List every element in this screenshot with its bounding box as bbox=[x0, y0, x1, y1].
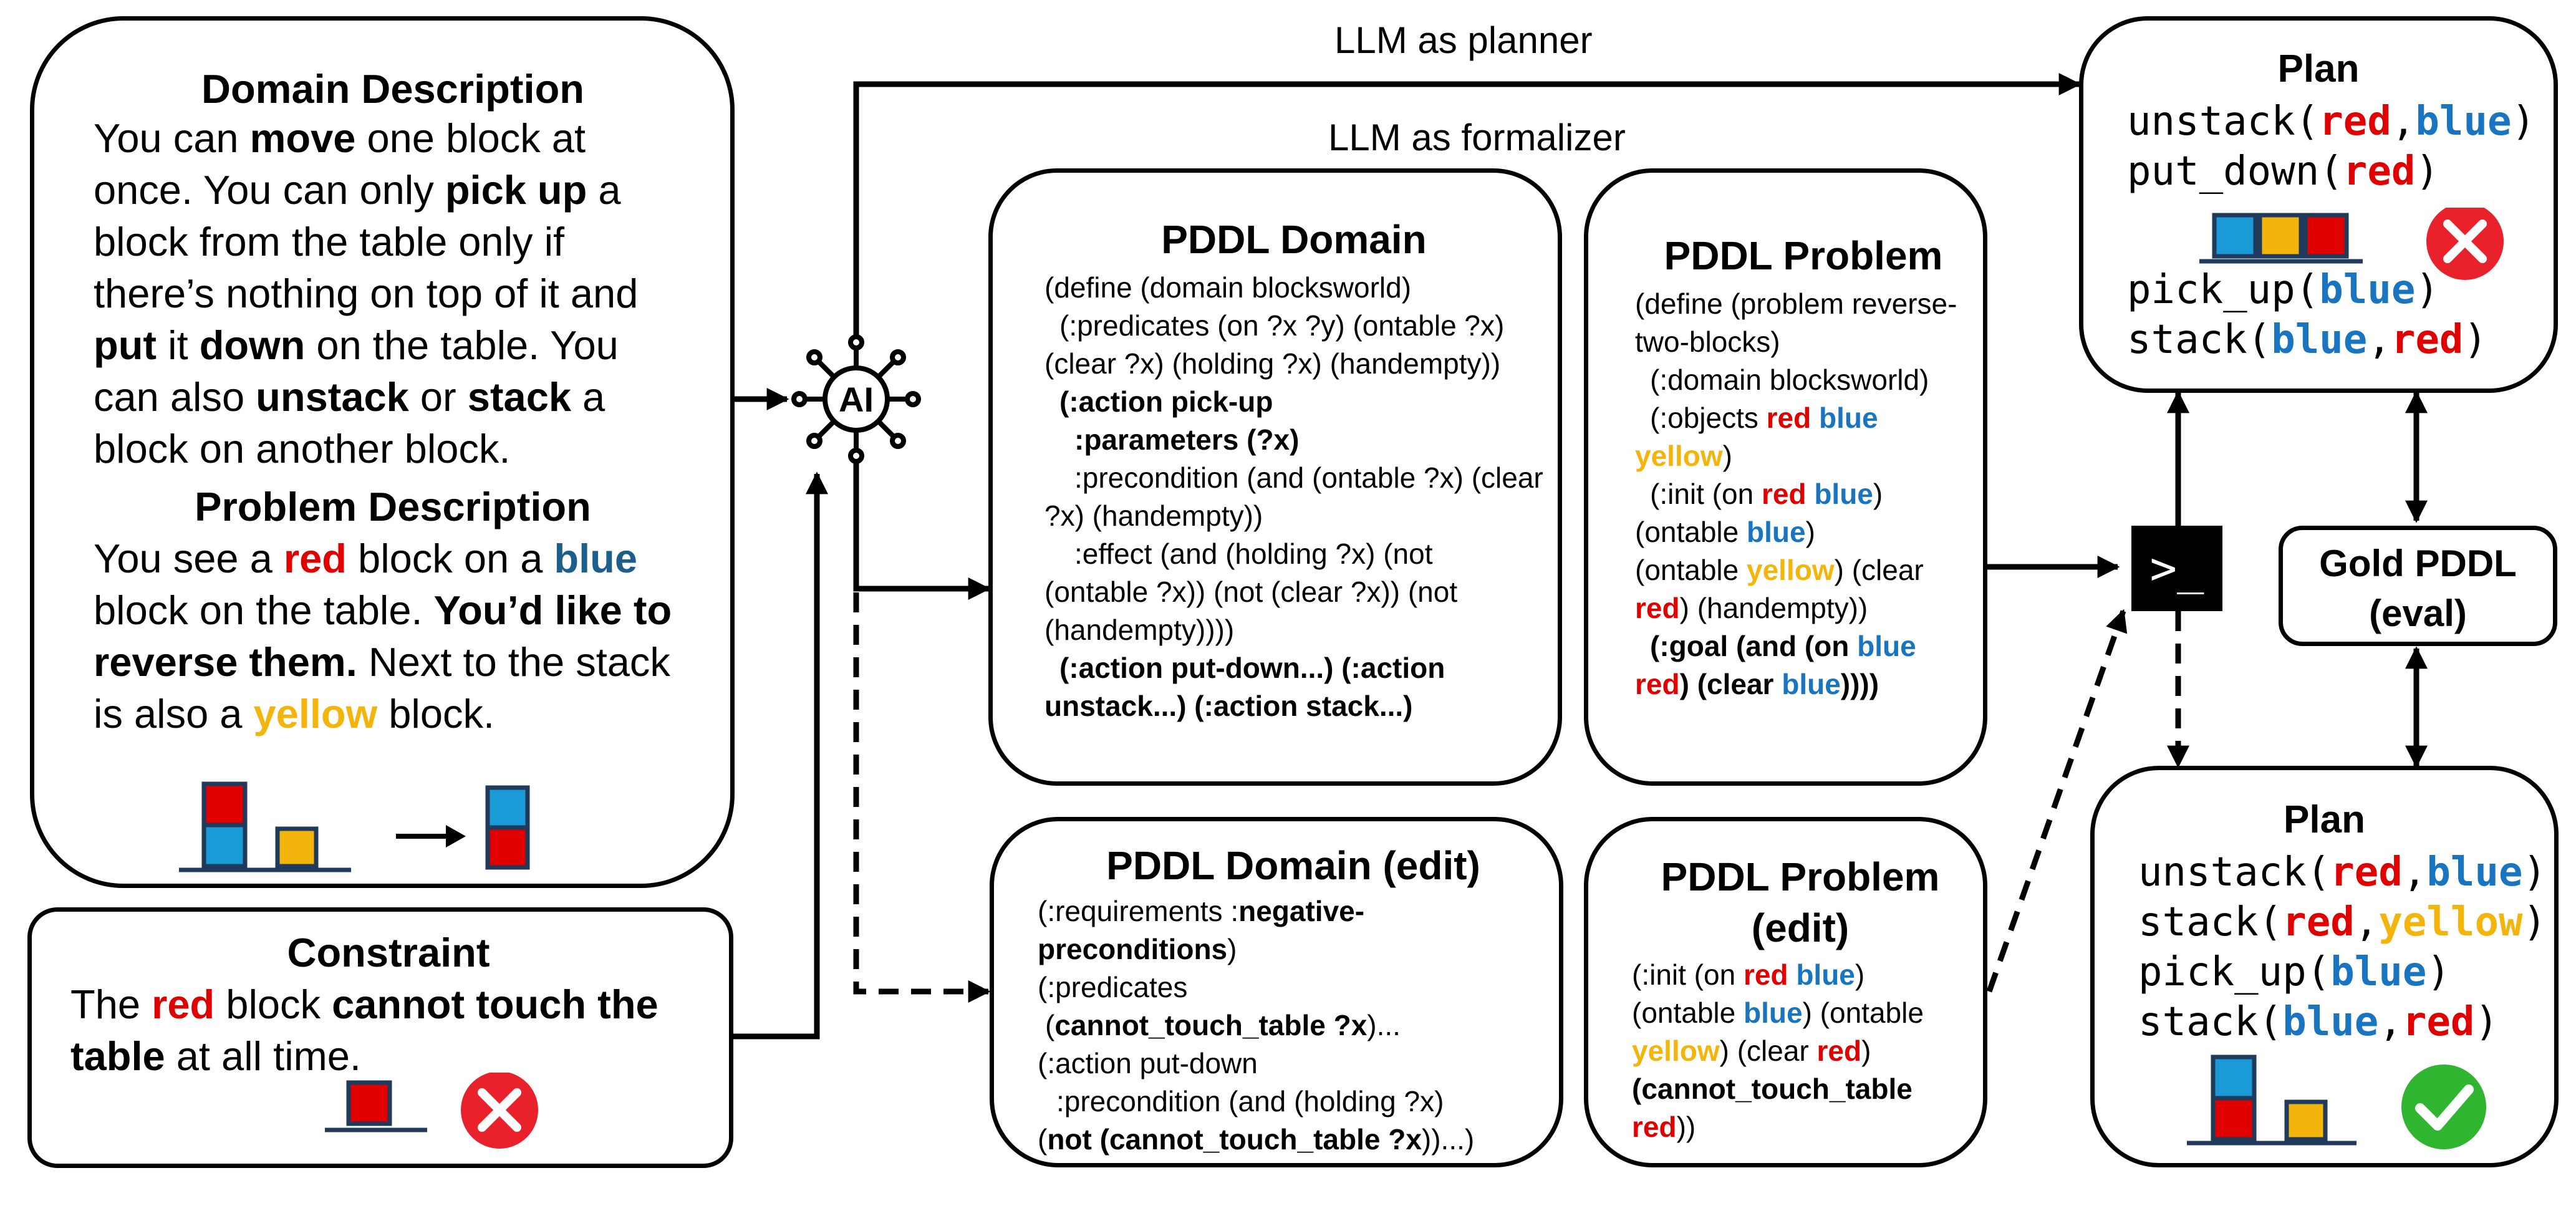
arrow-ai-to-pddl-domain bbox=[853, 461, 991, 600]
svg-text:AI: AI bbox=[839, 380, 874, 419]
constraint-title: Constraint bbox=[287, 930, 490, 975]
plan-bottom-blocks-illustration bbox=[2187, 1055, 2486, 1149]
pddl-problem-box: PDDL Problem (define (problem reverse-tw… bbox=[1584, 168, 1987, 786]
pddl-domain-edit-title: PDDL Domain (edit) bbox=[1106, 843, 1480, 888]
pddl-domain-box: PDDL Domain (define (domain blocksworld)… bbox=[988, 168, 1562, 786]
arrow-constraint-to-ai bbox=[731, 471, 828, 1040]
pddl-domain-title: PDDL Domain bbox=[1161, 217, 1427, 262]
terminal-icon: >_ bbox=[2131, 526, 2222, 611]
llm-formalizer-label: LLM as formalizer bbox=[1328, 117, 1626, 158]
domain-description-text: You can move one block at once. You can … bbox=[94, 115, 639, 471]
plan-bottom-actions: unstack(red,blue) stack(red,yellow) pick… bbox=[2138, 849, 2547, 1045]
problem-description-title: Problem Description bbox=[195, 484, 591, 529]
plan-top-box: Plan unstack(red,blue) put_down(red) pic… bbox=[2079, 16, 2558, 393]
pddl-problem-edit-box: PDDL Problem (edit) (:init (on red blue)… bbox=[1584, 817, 1987, 1167]
constraint-box: Constraint The red block cannot touch th… bbox=[27, 907, 733, 1168]
llm-planner-label: LLM as planner bbox=[1334, 19, 1593, 61]
pddl-problem-edit-title: PDDL Problem (edit) bbox=[1661, 854, 1940, 950]
pddl-domain-edit-code: (:requirements :negative-preconditions) … bbox=[1038, 895, 1475, 1156]
arrow-ai-to-plan bbox=[853, 73, 2082, 337]
ai-icon: AI bbox=[791, 334, 921, 464]
plan-bottom-title: Plan bbox=[2284, 798, 2365, 841]
domain-description-title: Domain Description bbox=[201, 66, 584, 112]
pddl-problem-edit-code: (:init (on red blue) (ontable blue) (ont… bbox=[1632, 958, 1924, 1143]
dashed-arrow-ai-to-domain-edit bbox=[853, 592, 991, 1003]
plan-top-title: Plan bbox=[2277, 47, 2360, 90]
plan-top-blocks-illustration bbox=[2199, 208, 2504, 280]
dashed-arrow-problem-edit-to-terminal bbox=[1986, 609, 2128, 993]
domain-problem-description-box: Domain Description You can move one bloc… bbox=[30, 16, 735, 888]
plan-top-actions: unstack(red,blue) put_down(red) pick_up(… bbox=[2127, 99, 2536, 363]
pddl-domain-edit-box: PDDL Domain (edit) (:requirements :negat… bbox=[990, 817, 1563, 1167]
plan-bottom-box: Plan unstack(red,blue) stack(red,yellow)… bbox=[2090, 766, 2559, 1167]
fail-icon bbox=[2426, 208, 2504, 280]
constraint-text: The red block cannot touch the table at … bbox=[70, 982, 658, 1079]
pddl-problem-code: (define (problem reverse-two-blocks) (:d… bbox=[1635, 287, 1957, 700]
blocks-reverse-illustration bbox=[179, 781, 530, 872]
constraint-illustration bbox=[325, 1073, 538, 1149]
fail-icon bbox=[461, 1073, 538, 1149]
problem-description-text: You see a red block on a blue block on t… bbox=[94, 536, 672, 736]
success-icon bbox=[2401, 1064, 2486, 1149]
gold-pddl-box: Gold PDDL (eval) bbox=[2279, 526, 2557, 646]
pddl-domain-code: (define (domain blocksworld) (:predicate… bbox=[1044, 271, 1543, 722]
pddl-problem-title: PDDL Problem bbox=[1664, 233, 1943, 278]
